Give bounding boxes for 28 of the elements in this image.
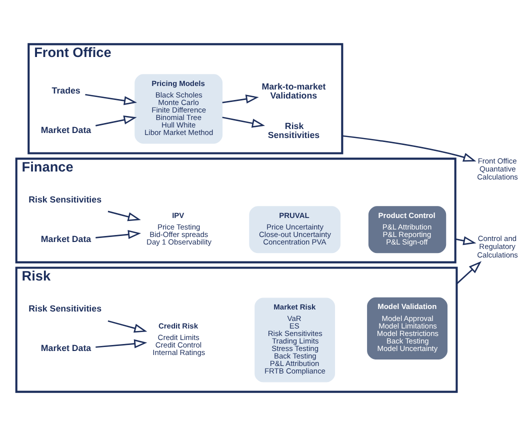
arrow <box>108 320 148 333</box>
node-text: Risk Sensitivities <box>28 304 102 314</box>
node-text: Control and Regulatory Calculations <box>477 234 518 260</box>
arrow <box>222 94 259 104</box>
arrow <box>108 210 141 222</box>
node-text: Risk Sensitivities <box>268 120 320 140</box>
node-text: Risk Sensitivities <box>28 194 102 205</box>
arrow <box>455 236 476 246</box>
node-text: Front Office Quantative Calculations <box>477 156 518 182</box>
node-text: IPV Price Testing Bid-Offer spreads Day 1 Observability <box>146 210 212 246</box>
arrow <box>222 116 266 128</box>
node-text: Credit Risk Credit Limits Credit Control Internal Ratings <box>152 321 206 357</box>
arrow <box>342 135 476 162</box>
node-text: Market Data <box>40 125 92 136</box>
node-text: Mark-to-market Validations <box>262 81 326 100</box>
arrow <box>96 230 142 240</box>
arrow <box>96 115 137 126</box>
node-box: Pricing Models Black Scholes Monte Carlo Finite Difference Binomial Tree Hull White Libor Market Method <box>134 74 223 144</box>
node-box: Model Validation Model Approval Model Limitations Model Restrictions Back Testing Model Uncertainty <box>367 297 448 360</box>
node-text: Market Data <box>40 234 92 244</box>
node-box: Product Control P&L Attribution P&L Reporting P&L Sign-off <box>368 206 446 254</box>
node-box: Market Risk VaR ES Risk Sensitivites Trading Limits Stress Testing Back Testing P&L Attribution FRTB Compliance <box>254 298 336 382</box>
arrow <box>456 261 482 284</box>
arrow <box>96 339 148 348</box>
node-text: Market Data <box>40 343 92 354</box>
arrow <box>85 94 137 106</box>
node-text: Trades <box>52 86 80 96</box>
node-box: PRUVAL Price Uncertainty Close-out Uncertainty Concentration PVA <box>249 206 340 254</box>
